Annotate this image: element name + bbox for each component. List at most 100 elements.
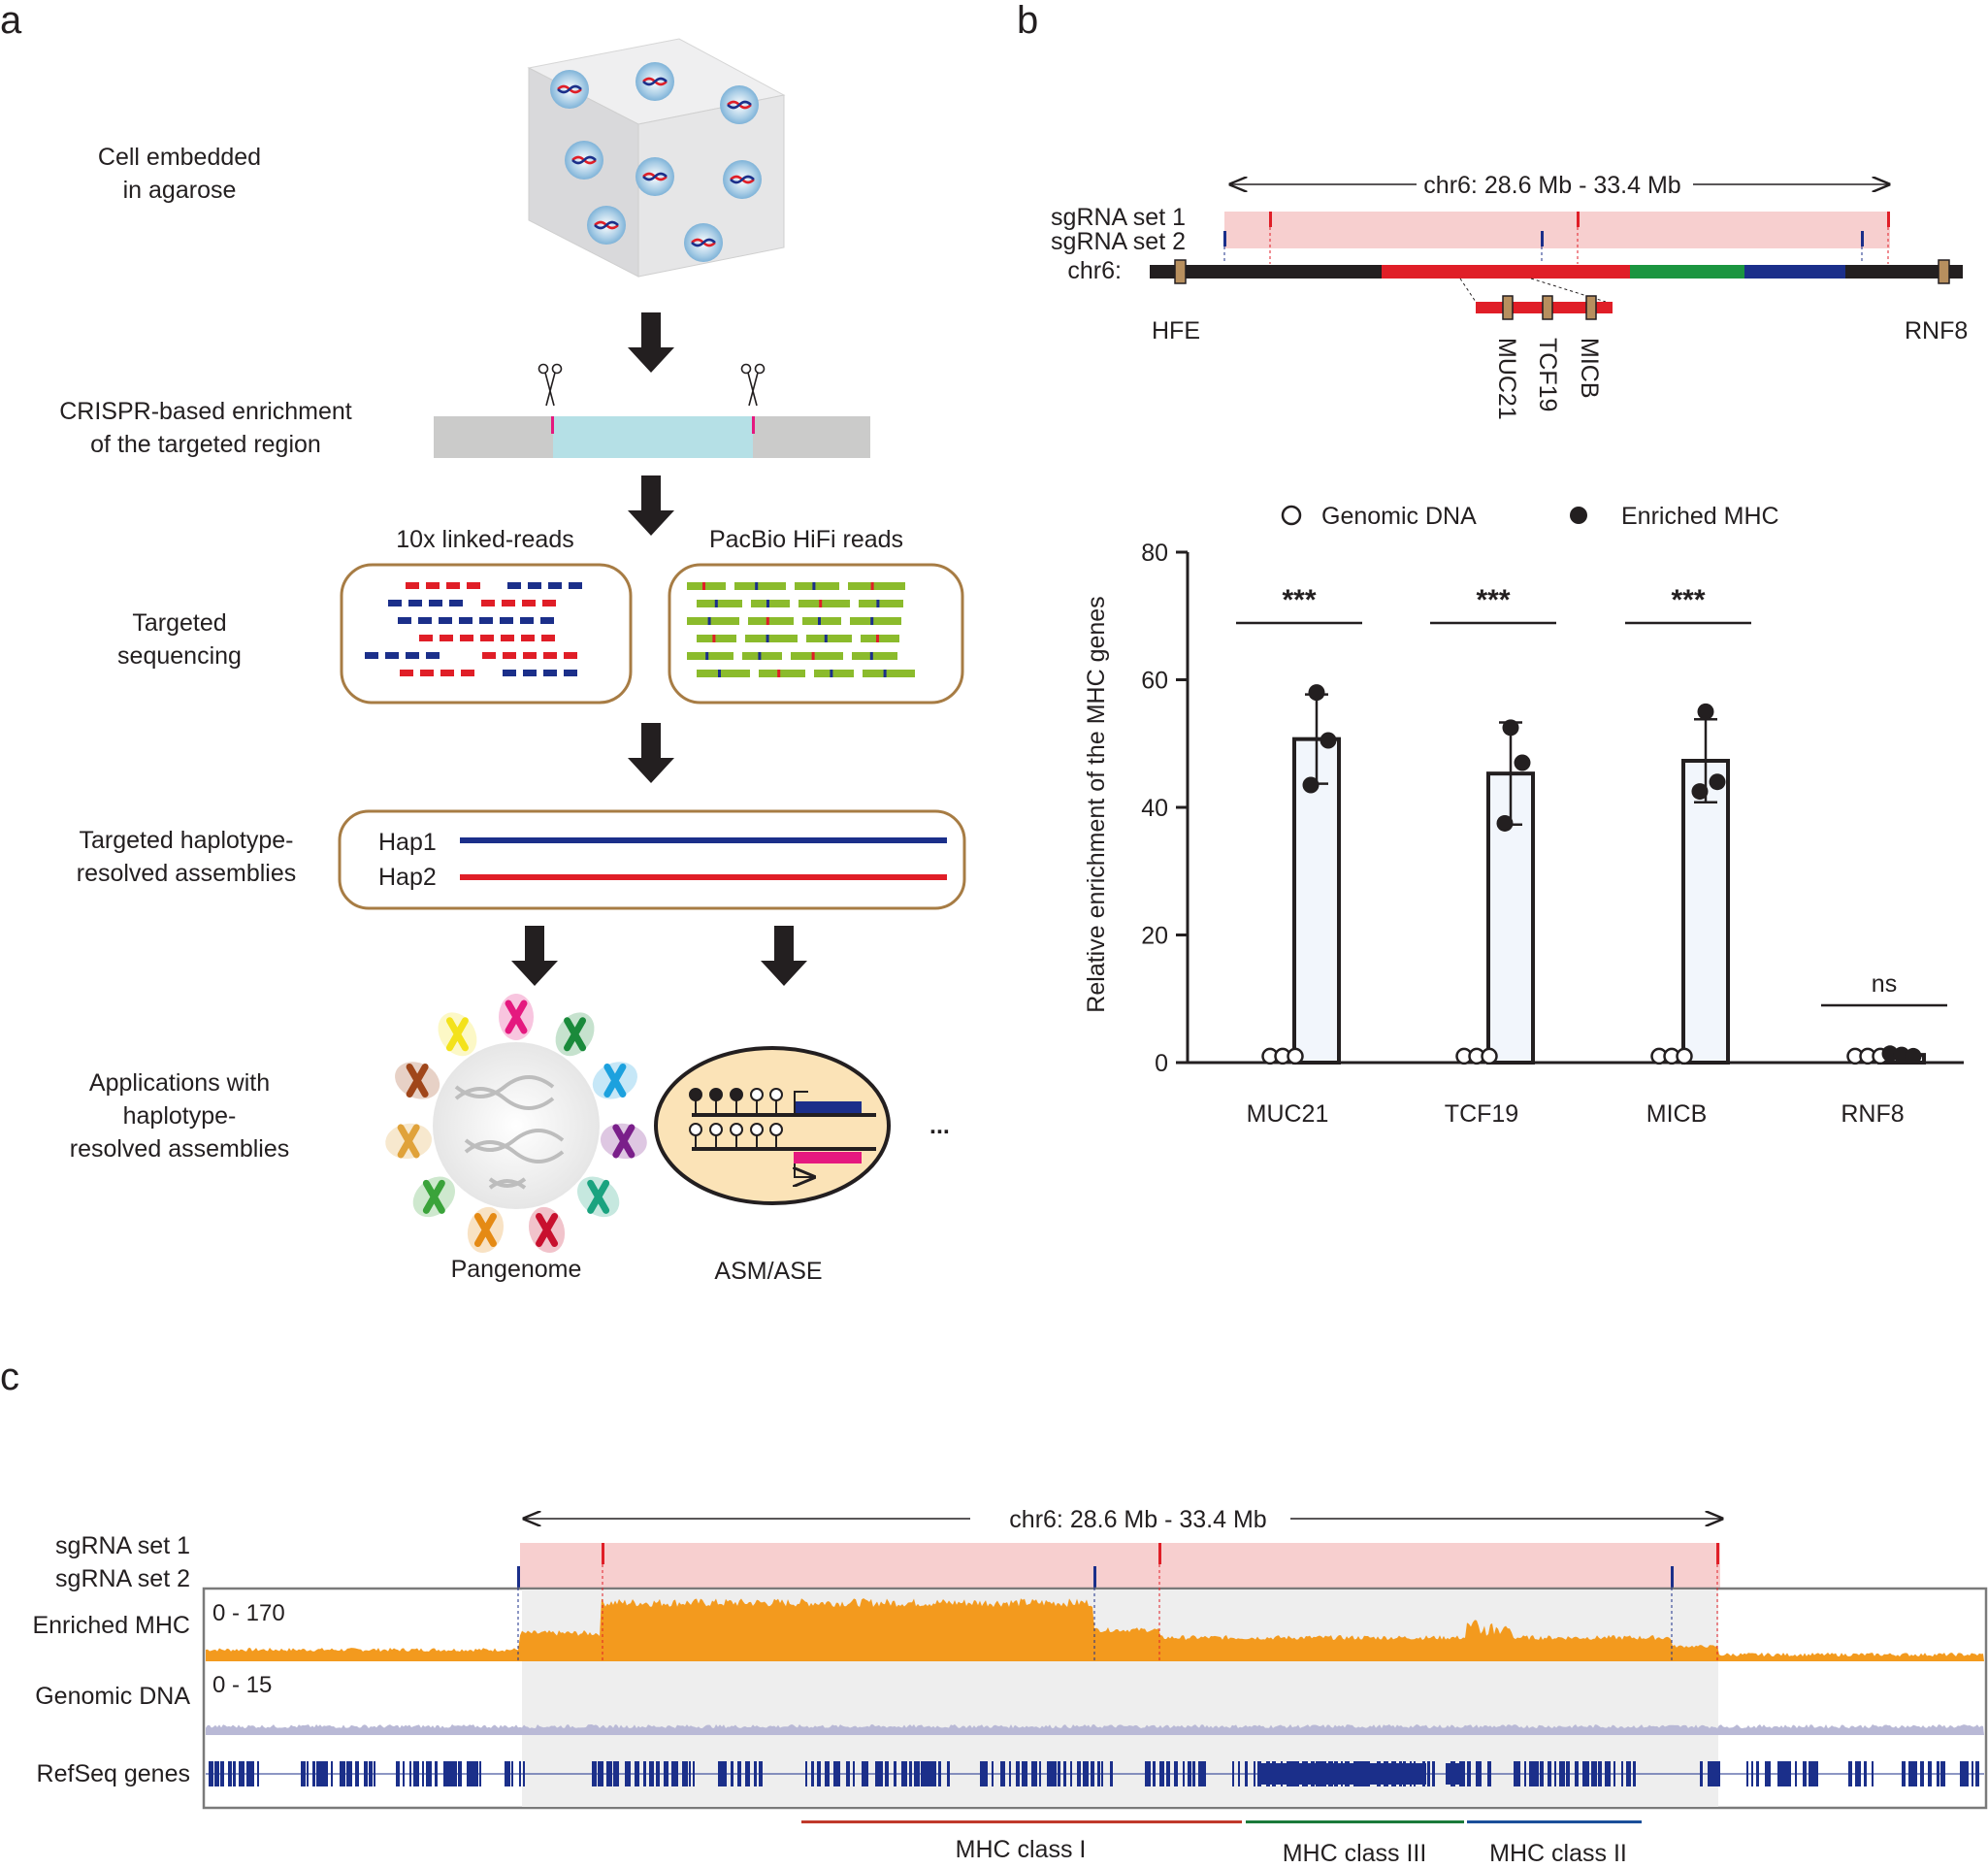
linked-read-fragment xyxy=(480,635,494,641)
track-label-genomic: Genomic DNA xyxy=(35,1683,190,1710)
refseq-exon xyxy=(1855,1761,1861,1786)
c-guide-lines xyxy=(517,1564,1718,1661)
refseq-exon xyxy=(980,1761,985,1786)
y-axis-label: Relative enrichment of the MHC genes xyxy=(1083,596,1110,1012)
hifi-read xyxy=(697,670,750,677)
refseq-exon xyxy=(447,1761,452,1786)
refseq-exon xyxy=(396,1761,400,1786)
refseq-exon xyxy=(1110,1761,1113,1786)
refseq-exon xyxy=(1746,1761,1748,1786)
refseq-exon xyxy=(1908,1761,1914,1786)
refseq-exon xyxy=(853,1761,855,1786)
linked-read-fragment xyxy=(385,652,399,659)
hap2-label: Hap2 xyxy=(378,864,437,891)
hifi-read xyxy=(759,670,805,677)
scissors-icon xyxy=(538,363,563,407)
significance-label: *** xyxy=(1671,584,1705,616)
refseq-exon xyxy=(322,1761,328,1786)
refseq-exon xyxy=(985,1761,988,1786)
step5-line3: resolved assemblies xyxy=(70,1135,290,1163)
methylation-lollipops xyxy=(689,1088,783,1147)
refseq-exon xyxy=(846,1761,850,1786)
hifi-read xyxy=(697,635,736,642)
hifi-read xyxy=(850,617,901,625)
refseq-exon xyxy=(862,1761,866,1786)
refseq-exon xyxy=(220,1761,224,1786)
refseq-exon xyxy=(1621,1761,1623,1786)
linked-read-fragment xyxy=(467,582,480,589)
refseq-exon xyxy=(1559,1761,1565,1786)
pangenome-dna xyxy=(454,1075,565,1190)
refseq-exon xyxy=(1480,1761,1482,1786)
refseq-exon xyxy=(1708,1761,1713,1786)
refseq-exon xyxy=(689,1761,691,1786)
refseq-exon xyxy=(1000,1761,1005,1786)
refseq-exon xyxy=(523,1761,525,1786)
linked-read-fragment xyxy=(507,582,521,589)
linked-read-fragment xyxy=(500,617,513,624)
linked-read-fragment xyxy=(426,652,440,659)
significance-label: *** xyxy=(1282,584,1316,616)
micb-locus xyxy=(1585,295,1597,320)
step5-line2: haplotype- xyxy=(123,1102,237,1130)
asm-ase-graphic xyxy=(654,1046,891,1205)
c-sgrna-region xyxy=(520,1543,1720,1588)
chromosome-icon xyxy=(397,1124,420,1159)
chromosome-icon xyxy=(564,1017,587,1052)
unmethyl-site xyxy=(750,1123,764,1136)
hifi-read xyxy=(798,600,850,607)
y-tick-label: 20 xyxy=(1141,923,1168,950)
pangenome-circle xyxy=(433,1042,600,1209)
refseq-exon xyxy=(475,1761,478,1786)
hifi-read xyxy=(861,635,899,642)
refseq-exon xyxy=(947,1761,950,1786)
refseq-exon xyxy=(875,1761,879,1786)
refseq-exon xyxy=(927,1761,932,1786)
linked-read-fragment xyxy=(543,670,557,676)
refseq-exon xyxy=(805,1761,807,1786)
refseq-exon xyxy=(1031,1761,1037,1786)
refseq-exon xyxy=(1598,1761,1602,1786)
linked-read-fragment xyxy=(398,617,411,624)
refseq-exon xyxy=(745,1761,750,1786)
unmethyl-site xyxy=(689,1123,702,1136)
map-range-label: chr6: 28.6 Mb - 33.4 Mb xyxy=(1423,172,1680,199)
map-sgrna-marks xyxy=(1223,212,1890,246)
panel-b-map: chr6: 28.6 Mb - 33.4 Mb sgRNA set 1 sgRN… xyxy=(1051,172,1968,420)
linked-read-fragment xyxy=(440,635,453,641)
refseq-exon xyxy=(1432,1761,1435,1786)
y-tick-label: 60 xyxy=(1141,668,1168,695)
step3-line2: sequencing xyxy=(117,642,242,670)
refseq-exon xyxy=(1554,1761,1556,1786)
legend-marker-enriched xyxy=(1570,507,1587,524)
coverage-genomic xyxy=(206,1724,1984,1735)
hifi-reads xyxy=(687,582,915,677)
linked-read-fragment xyxy=(503,670,516,676)
refseq-exon xyxy=(1972,1761,1973,1786)
linked-read-fragment xyxy=(400,670,413,676)
point-enriched-mhc xyxy=(1697,703,1714,720)
refseq-exon xyxy=(693,1761,695,1786)
refseq-exon xyxy=(1487,1761,1491,1786)
refseq-exon xyxy=(754,1761,757,1786)
refseq-exon xyxy=(1427,1761,1430,1786)
linked-read-fragment xyxy=(542,600,556,606)
methyl-site xyxy=(689,1088,702,1101)
refseq-exon xyxy=(838,1761,840,1786)
refseq-exon xyxy=(1009,1761,1011,1786)
arrow-down-5 xyxy=(761,926,807,986)
refseq-exon xyxy=(759,1761,763,1786)
refseq-exon xyxy=(479,1761,481,1786)
unmethyl-site xyxy=(709,1123,723,1136)
linked-read-fragment xyxy=(482,652,496,659)
refseq-exon xyxy=(1575,1761,1579,1786)
linked-read-fragment xyxy=(503,652,516,659)
hap1-line xyxy=(460,837,947,843)
refseq-exon xyxy=(1063,1761,1066,1786)
refseq-exon xyxy=(1047,1761,1052,1786)
chromosome-icon xyxy=(612,1124,636,1159)
refseq-exon xyxy=(1975,1761,1979,1786)
refseq-exon xyxy=(364,1761,368,1786)
refseq-exon xyxy=(369,1761,373,1786)
